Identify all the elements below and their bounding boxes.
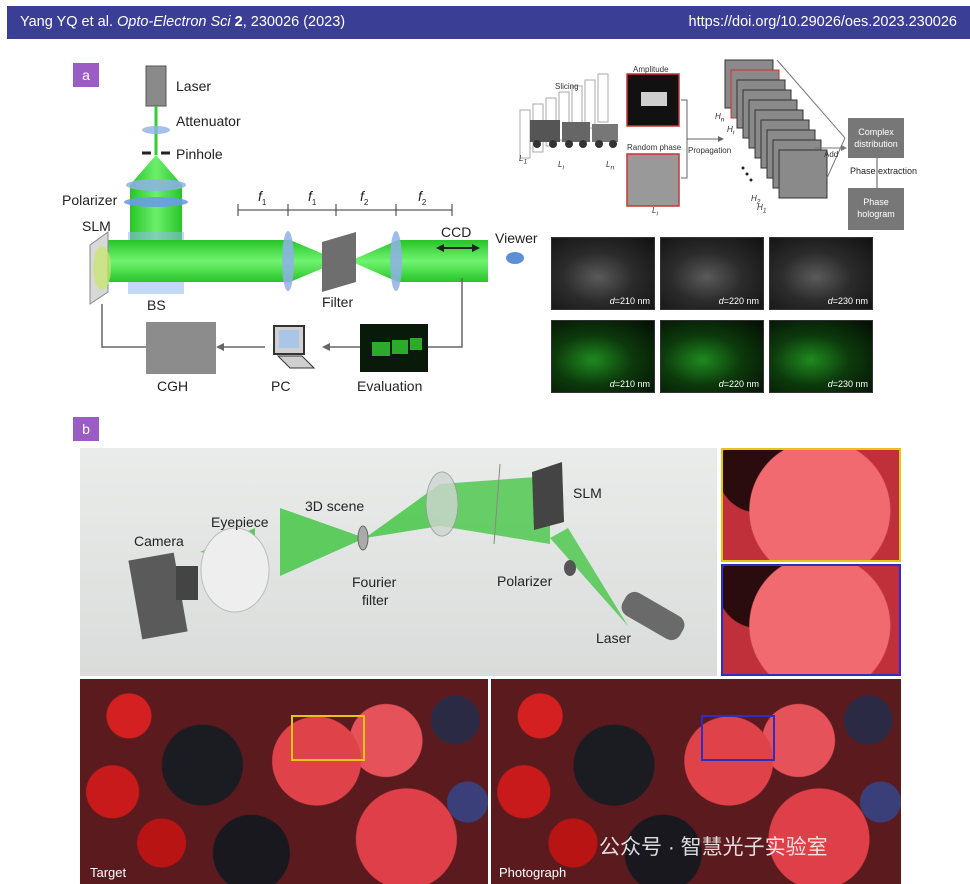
label-laser: Laser	[176, 78, 212, 94]
polarizer-disc	[564, 560, 576, 576]
slm-device	[532, 462, 564, 530]
label-phase-extraction: Phase extraction	[850, 166, 918, 176]
label-cgh: CGH	[157, 378, 189, 394]
result-gray-220: d=220 nm	[660, 237, 764, 310]
label-random-phase: Random phase	[627, 143, 682, 152]
target-image: Target	[80, 679, 488, 884]
label-pc: PC	[271, 378, 291, 394]
label-fourier: Fourier	[352, 574, 397, 590]
label-filter: Filter	[322, 294, 354, 310]
fourier-filter	[322, 232, 356, 292]
photograph-image: Photograph 公众号 · 智慧光子实验室	[491, 679, 901, 884]
journal-header: Yang YQ et al. Opto-Electron Sci 2, 2300…	[7, 6, 970, 39]
cgh-pattern	[146, 322, 216, 374]
phase-hologram-box: Phase hologram	[848, 188, 904, 230]
label-f2-b: f2	[418, 188, 427, 207]
train-car-3	[592, 124, 618, 142]
label-l1: L1	[519, 154, 528, 166]
result-gray-210: d=210 nm	[551, 237, 655, 310]
label-target: Target	[90, 865, 127, 880]
label-hi: Hi	[727, 125, 735, 137]
camera-device	[128, 552, 188, 640]
label-ccd: CCD	[441, 224, 472, 240]
attenuator-element	[142, 126, 170, 134]
label-li-bottom: Li	[652, 206, 658, 218]
label-f1-a: f1	[258, 188, 267, 207]
label-h1: H1	[757, 203, 767, 215]
label-photograph: Photograph	[499, 865, 567, 880]
viewer-eye-icon	[506, 252, 524, 264]
label-f2-a: f2	[360, 188, 369, 207]
result-green-220: d=220 nm	[660, 320, 764, 393]
collimating-lens	[126, 179, 186, 191]
photo-highlight-box	[701, 715, 775, 761]
lens-2	[390, 231, 402, 291]
label-fourier-filter: filter	[362, 592, 389, 608]
label-slicing: Slicing	[555, 82, 579, 91]
fourier-filter-disc	[357, 525, 369, 551]
watermark: 公众号 · 智慧光子实验室	[599, 836, 828, 859]
label-eyepiece: Eyepiece	[211, 514, 269, 530]
scene-lens	[425, 471, 459, 537]
train-car-1	[530, 120, 560, 142]
random-phase-image	[626, 153, 680, 207]
label-polarizer: Polarizer	[62, 192, 118, 208]
label-add: Add	[824, 150, 839, 159]
panel-b-badge: b	[73, 417, 99, 441]
label-attenuator: Attenuator	[176, 113, 241, 129]
inset-photo-zoom	[721, 564, 901, 676]
label-h2: H2	[751, 194, 761, 206]
label-polarizer-b: Polarizer	[497, 573, 553, 589]
polarizer-element	[124, 197, 188, 207]
lens-1	[282, 231, 294, 291]
label-slm-b: SLM	[573, 485, 602, 501]
panel-a-badge: a	[73, 63, 99, 87]
scene-drawing	[128, 462, 685, 641]
label-ln: Ln	[606, 160, 615, 172]
label-li: Li	[558, 160, 564, 172]
label-hn: Hn	[715, 112, 725, 124]
result-gray-230: d=230 nm	[769, 237, 873, 310]
label-camera: Camera	[134, 533, 184, 549]
algorithm-diagram	[519, 59, 880, 207]
label-pinhole: Pinhole	[176, 146, 223, 162]
laser-device	[621, 591, 685, 641]
result-green-210: d=210 nm	[551, 320, 655, 393]
result-green-230: d=230 nm	[769, 320, 873, 393]
citation: Yang YQ et al. Opto-Electron Sci 2, 2300…	[20, 14, 346, 30]
label-viewer: Viewer	[495, 230, 538, 246]
doi-link[interactable]: https://doi.org/10.29026/oes.2023.230026	[688, 14, 957, 30]
label-bs: BS	[147, 297, 166, 313]
label-3d-scene: 3D scene	[305, 498, 365, 514]
label-amplitude: Amplitude	[633, 65, 669, 74]
label-laser-b: Laser	[596, 630, 632, 646]
inset-target-zoom	[721, 448, 901, 562]
eyepiece-device	[200, 527, 270, 613]
train-car-2	[562, 122, 590, 142]
target-highlight-box	[291, 715, 365, 761]
label-slm: SLM	[82, 218, 111, 234]
label-evaluation: Evaluation	[357, 378, 423, 394]
complex-distribution-box: Complex distribution	[848, 118, 904, 158]
optical-setup-diagram	[89, 65, 488, 374]
label-propagation: Propagation	[688, 146, 732, 155]
laser-source	[145, 65, 167, 107]
label-f1-b: f1	[308, 188, 317, 207]
holographic-display-scene	[80, 448, 717, 676]
